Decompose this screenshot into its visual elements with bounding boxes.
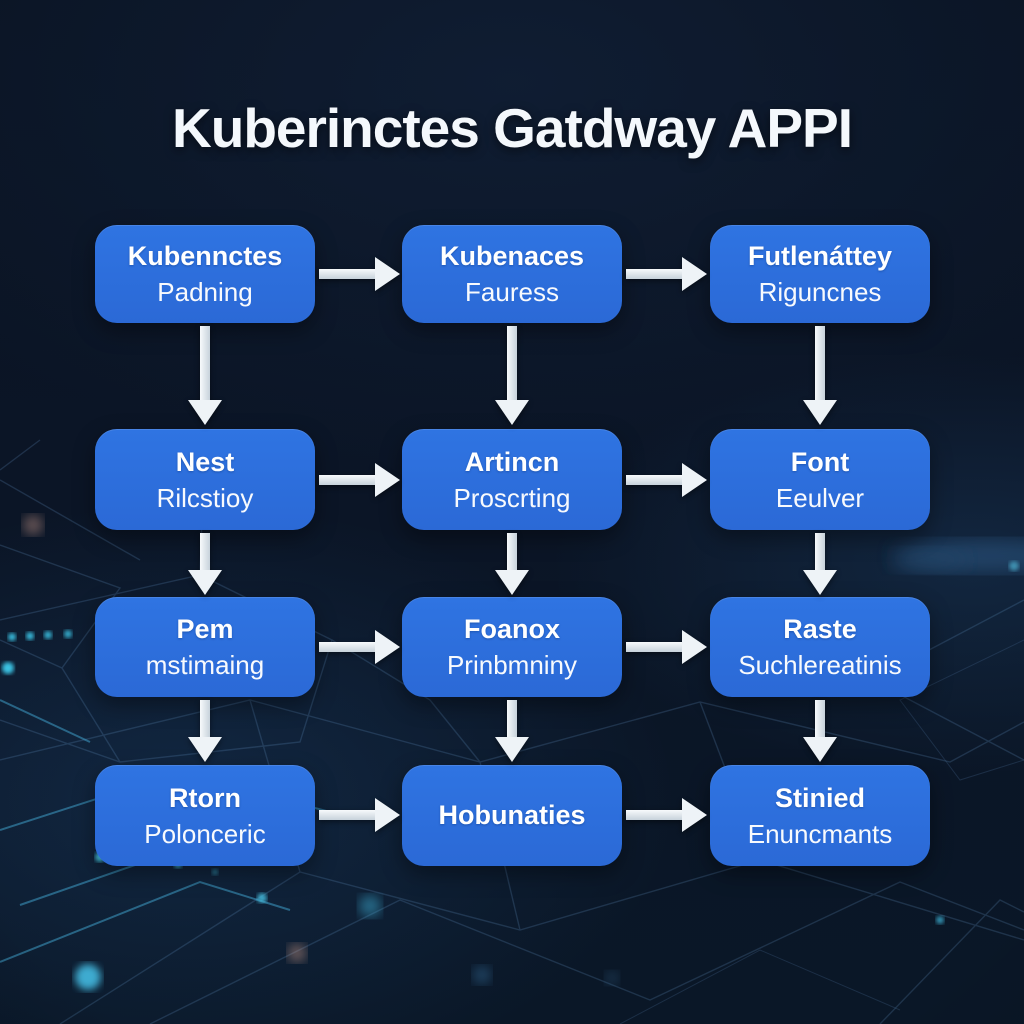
node-kubennctes-padning: Kubennctes Padning: [95, 225, 315, 323]
node-title: Raste: [783, 614, 857, 644]
arrow-head: [682, 463, 707, 497]
arrow-head: [682, 798, 707, 832]
arrow-head: [803, 737, 837, 762]
arrow-head: [188, 400, 222, 425]
node-subtitle: Riguncnes: [758, 277, 882, 307]
arrow-down-icon: [802, 326, 838, 426]
node-stinied-enuncmants: Stinied Enuncmants: [710, 765, 930, 866]
arrow-right-icon: [319, 629, 400, 665]
arrow-shaft: [319, 810, 377, 820]
node-title: Kubenaces: [439, 241, 585, 271]
arrow-shaft: [626, 642, 684, 652]
arrow-down-icon: [187, 326, 223, 426]
node-title: Font: [790, 446, 850, 477]
node-subtitle: Suchlereatinis: [738, 650, 902, 680]
node-subtitle: mstimaing: [145, 650, 265, 680]
node-kubenaces-fauress: Kubenaces Fauress: [402, 225, 622, 323]
node-subtitle: Padning: [157, 277, 253, 307]
node-subtitle: Eeulver: [775, 482, 865, 513]
arrow-head: [495, 737, 529, 762]
arrow-head: [682, 630, 707, 664]
arrow-right-icon: [626, 462, 707, 498]
node-title: Foanox: [463, 614, 560, 644]
arrow-shaft: [507, 326, 517, 400]
arrow-down-icon: [187, 700, 223, 762]
arrow-head: [375, 630, 400, 664]
arrow-shaft: [200, 326, 210, 400]
node-subtitle: Rilcstioy: [156, 482, 254, 513]
arrow-right-icon: [626, 256, 707, 292]
node-rtorn-polonceric: Rtorn Polonceric: [95, 765, 315, 866]
arrow-head: [375, 257, 400, 291]
arrow-shaft: [507, 700, 517, 737]
node-raste-suchlereatinis: Raste Suchlereatinis: [710, 597, 930, 697]
arrow-head: [682, 257, 707, 291]
arrow-shaft: [319, 642, 377, 652]
node-subtitle: Fauress: [465, 277, 559, 307]
node-subtitle: Prinbmniny: [446, 650, 578, 680]
node-hobunaties: Hobunaties: [402, 765, 622, 866]
arrow-down-icon: [802, 533, 838, 595]
arrow-right-icon: [319, 256, 400, 292]
node-title: Futlenáttey: [747, 241, 893, 271]
arrow-down-icon: [802, 700, 838, 762]
node-title: Stinied: [774, 782, 865, 813]
arrow-right-icon: [319, 462, 400, 498]
arrow-head: [495, 400, 529, 425]
node-title: Nest: [175, 446, 235, 477]
arrow-right-icon: [626, 797, 707, 833]
arrow-shaft: [319, 475, 377, 485]
node-foanox-prinbmniny: Foanox Prinbmniny: [402, 597, 622, 697]
node-title: Pem: [176, 614, 234, 644]
node-title: Artincn: [464, 446, 560, 477]
arrow-head: [803, 400, 837, 425]
node-artincn-proscrting: Artincn Proscrting: [402, 429, 622, 530]
node-nest-rilcstioy: Nest Rilcstioy: [95, 429, 315, 530]
arrow-shaft: [815, 700, 825, 737]
arrow-shaft: [319, 269, 377, 279]
arrow-shaft: [815, 533, 825, 570]
arrow-shaft: [200, 533, 210, 570]
node-title: Hobunaties: [438, 800, 586, 830]
arrow-down-icon: [187, 533, 223, 595]
arrow-head: [188, 737, 222, 762]
arrow-shaft: [815, 326, 825, 400]
arrow-shaft: [626, 269, 684, 279]
arrow-right-icon: [319, 797, 400, 833]
arrow-shaft: [626, 475, 684, 485]
node-pem-mstimaing: Pem mstimaing: [95, 597, 315, 697]
arrow-head: [803, 570, 837, 595]
arrow-head: [375, 798, 400, 832]
arrow-right-icon: [626, 629, 707, 665]
arrow-down-icon: [494, 533, 530, 595]
arrow-shaft: [507, 533, 517, 570]
node-title: Kubennctes: [127, 241, 283, 271]
arrow-down-icon: [494, 326, 530, 426]
arrow-shaft: [200, 700, 210, 737]
arrow-head: [495, 570, 529, 595]
arrow-head: [375, 463, 400, 497]
node-subtitle: Proscrting: [453, 482, 571, 513]
node-futlenattey-riguncnes: Futlenáttey Riguncnes: [710, 225, 930, 323]
diagram-title: Kuberinctes Gatdway APPI: [172, 97, 853, 159]
arrow-down-icon: [494, 700, 530, 762]
arrow-shaft: [626, 810, 684, 820]
arrow-head: [188, 570, 222, 595]
node-title: Rtorn: [169, 782, 241, 813]
node-font-eeulver: Font Eeulver: [710, 429, 930, 530]
node-subtitle: Enuncmants: [747, 818, 893, 849]
node-subtitle: Polonceric: [144, 818, 266, 849]
